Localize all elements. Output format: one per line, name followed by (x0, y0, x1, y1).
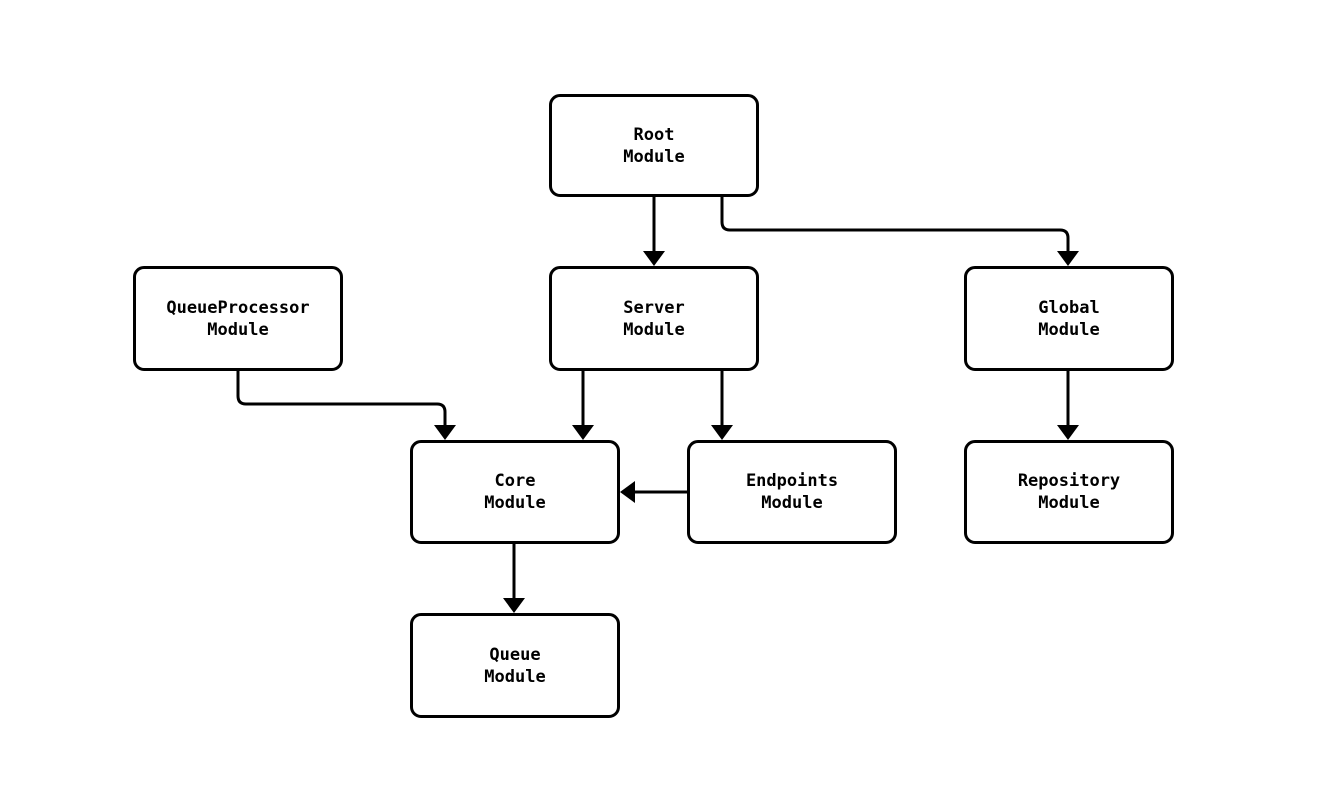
arrowhead-endpoints-to-core (620, 481, 635, 503)
node-queueprocessor-module[interactable]: QueueProcessor Module (133, 266, 343, 371)
arrowhead-global-to-repository (1057, 425, 1079, 440)
node-label-line2: Module (484, 666, 546, 687)
arrowhead-root-to-server (643, 251, 665, 266)
node-label-line1: Server (623, 297, 685, 318)
node-root-module[interactable]: Root Module (549, 94, 759, 197)
node-label-line1: QueueProcessor (166, 297, 310, 318)
arrowhead-server-to-core (572, 425, 594, 440)
arrowhead-server-to-endpoints (711, 425, 733, 440)
node-label-line2: Module (623, 319, 685, 340)
node-server-module[interactable]: Server Module (549, 266, 759, 371)
arrowhead-core-to-queue (503, 598, 525, 613)
edge-root-to-global (720, 197, 1070, 258)
node-label-line2: Module (484, 493, 546, 513)
node-label-line2: Module (207, 319, 269, 340)
node-core-module[interactable]: Core Module (410, 440, 620, 544)
node-label-line1: Root (633, 124, 675, 145)
node-label-line2: Module (623, 146, 685, 167)
node-repository-module[interactable]: Repository Module (964, 440, 1174, 544)
node-queue-module[interactable]: Queue Module (410, 613, 620, 718)
node-label-line1: Repository (1017, 471, 1121, 491)
arrowhead-root-to-global (1057, 251, 1079, 266)
node-label-line1: Global (1038, 297, 1100, 318)
node-endpoints-module[interactable]: Endpoints Module (687, 440, 897, 544)
node-label-line1: Queue (489, 644, 541, 665)
edge-queueprocessor-to-core (236, 371, 447, 432)
node-label-line1: Core (494, 471, 536, 491)
node-label-line2: Module (1038, 493, 1100, 513)
arrowhead-queueprocessor-to-core (434, 425, 456, 440)
node-global-module[interactable]: Global Module (964, 266, 1174, 371)
node-label-line1: Endpoints (745, 471, 839, 491)
node-label-line2: Module (1038, 319, 1100, 340)
node-label-line2: Module (761, 493, 823, 513)
